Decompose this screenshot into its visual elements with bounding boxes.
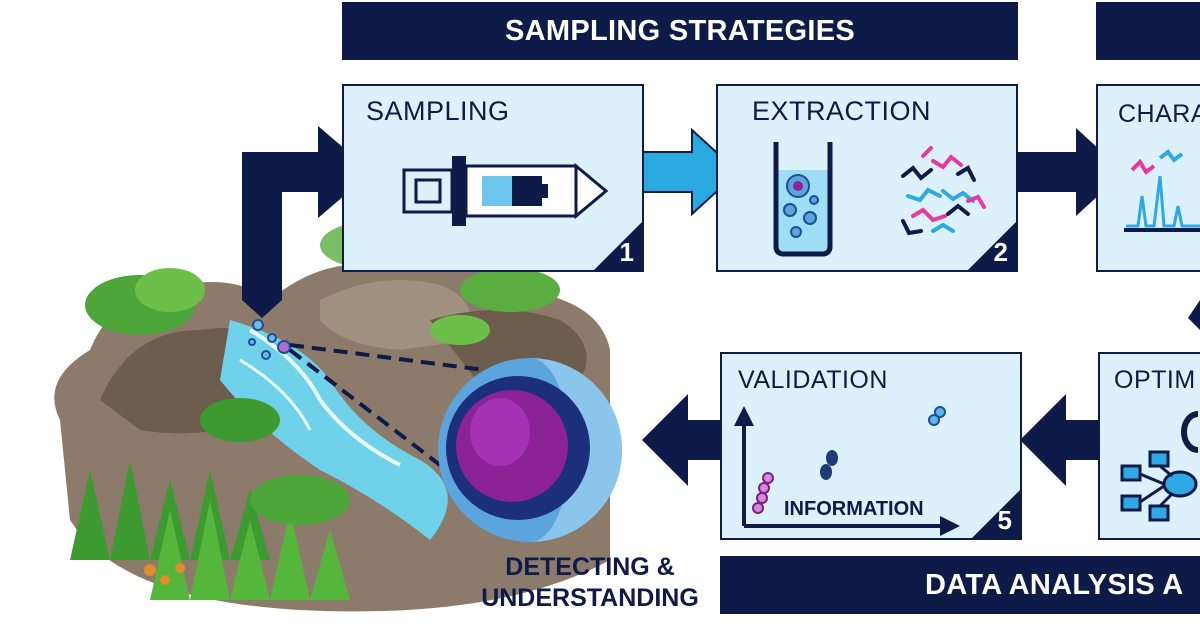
step-title: VALIDATION — [738, 366, 888, 394]
caption-line-2: UNDERSTANDING — [481, 584, 699, 612]
banner-sampling-strategies: SAMPLING STRATEGIES — [342, 2, 1018, 60]
step-title: OPTIM — [1114, 366, 1196, 394]
step-optimization: OPTIM — [1098, 352, 1200, 540]
beaker-molecules-icon — [773, 142, 986, 257]
validation-plot-icon — [734, 406, 960, 536]
zoom-line-bottom — [288, 348, 442, 467]
arrow-validation-to-detection — [642, 394, 720, 486]
step-number: 5 — [997, 505, 1012, 535]
step-sampling: SAMPLING 1 — [342, 84, 644, 272]
syringe-icon — [402, 156, 609, 226]
entry-arrow — [242, 126, 372, 318]
step-corner — [968, 222, 1016, 270]
step-title: CHARA — [1118, 100, 1200, 128]
banner-data-analysis: DATA ANALYSIS A — [720, 556, 1200, 614]
spectrum-icon — [1124, 149, 1200, 232]
caption-line-1: DETECTING & — [505, 553, 675, 581]
step-extraction: EXTRACTION 2 — [716, 84, 1018, 272]
step-validation: VALIDATION INFORMATION 5 — [720, 352, 1022, 540]
step-title: SAMPLING — [366, 96, 510, 126]
river-scenery — [54, 220, 611, 612]
arrow-sampling-to-extraction — [641, 127, 740, 217]
connector-right — [1188, 300, 1200, 330]
arrow-optimization-to-validation — [1020, 394, 1098, 486]
step-title: EXTRACTION — [752, 96, 932, 126]
step-number: 1 — [619, 237, 634, 267]
step-corner — [972, 490, 1020, 538]
water-particles — [248, 319, 291, 360]
step-corner — [594, 222, 642, 270]
detecting-understanding-caption: DETECTING & UNDERSTANDING — [458, 552, 722, 614]
validation-axis-label: INFORMATION — [784, 498, 924, 520]
banner-top-right — [1096, 2, 1200, 60]
network-icon — [1120, 411, 1199, 522]
step-characterization: CHARA — [1096, 84, 1200, 272]
step-number: 2 — [993, 237, 1008, 267]
zoom-line-top — [289, 343, 501, 374]
magnified-particle-icon — [438, 358, 622, 542]
